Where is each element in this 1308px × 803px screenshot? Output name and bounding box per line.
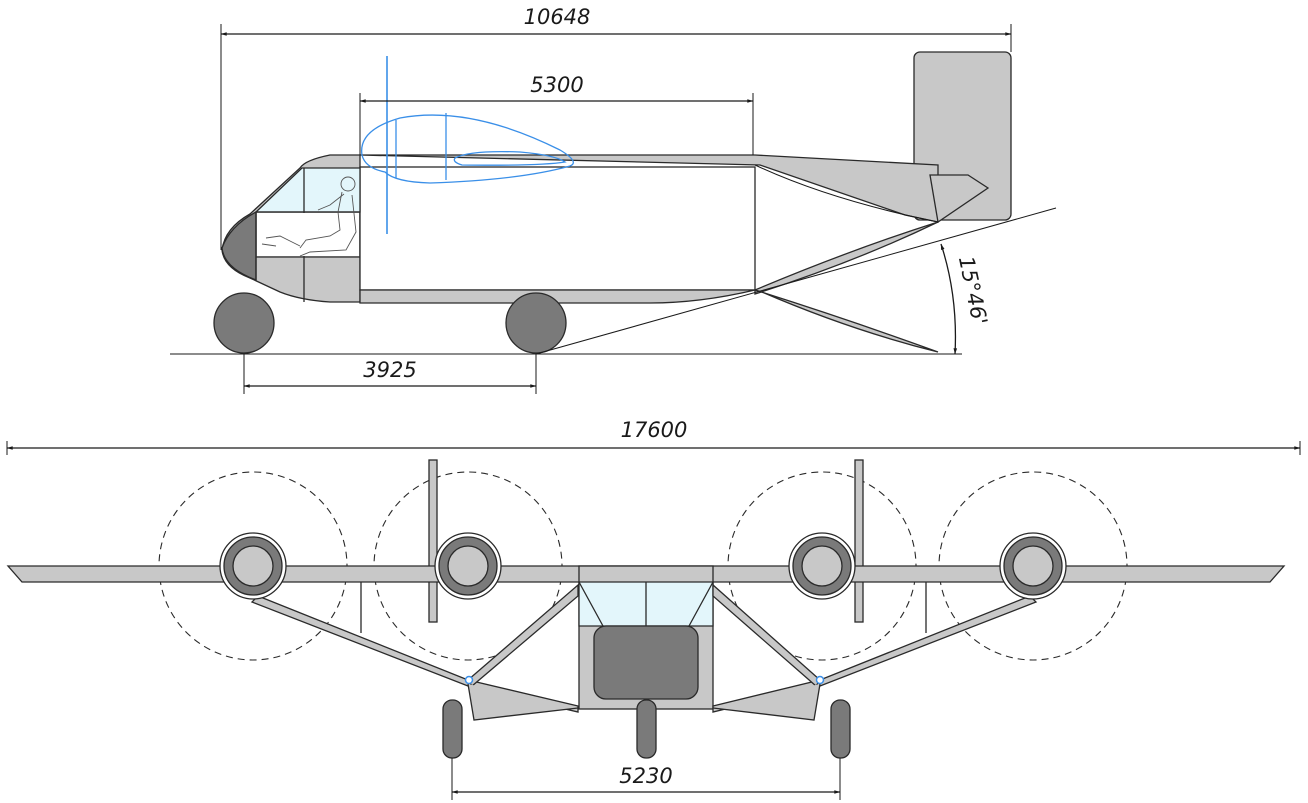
strut-right-outer — [712, 595, 1038, 713]
gear-leg-left — [467, 683, 579, 721]
fuselage-belly — [359, 289, 756, 304]
front-opening — [593, 625, 699, 700]
tail-fin-left — [428, 459, 438, 623]
engine-1 — [219, 532, 287, 600]
main-wheel — [505, 292, 567, 354]
engine-3 — [788, 532, 856, 600]
nose-wheel — [213, 292, 275, 354]
strut-right-inner — [712, 583, 821, 687]
tail-clearance-line — [535, 207, 1057, 355]
nose-cone — [221, 210, 257, 281]
strut-left-outer — [250, 595, 579, 713]
nose-wheel-front — [636, 699, 657, 759]
engine-4 — [999, 532, 1067, 600]
nacelle-inner — [395, 113, 447, 180]
dim-tail-angle: 15°46' — [954, 254, 992, 327]
dim-wingspan: 17600 — [621, 418, 688, 442]
strut-left-inner — [467, 583, 579, 687]
strut-joint — [815, 675, 825, 685]
dim-track: 5230 — [619, 764, 672, 788]
tail-boom-lower — [754, 221, 939, 295]
horizontal-tail — [929, 174, 990, 224]
engine-2 — [434, 532, 502, 600]
pilot-figure — [261, 176, 357, 257]
side-view: 10648 5300 3925 15°46' — [170, 5, 1057, 394]
tail-fin-right — [854, 459, 864, 623]
cargo-bay — [359, 166, 756, 291]
right-wheel — [830, 699, 851, 759]
dim-wheelbase: 3925 — [363, 358, 416, 382]
tail-strut — [754, 164, 939, 223]
ventral-fin — [754, 289, 939, 353]
nacelle-intake — [453, 150, 567, 166]
dim-cabin-length: 5300 — [530, 73, 583, 97]
dim-overall-length: 10648 — [524, 5, 591, 29]
strut-joint — [464, 675, 474, 685]
left-wheel — [442, 699, 463, 759]
gear-leg-right — [712, 683, 821, 721]
angle-arc — [940, 243, 958, 355]
front-view: 17600 — [6, 418, 1301, 800]
cockpit-interior — [257, 213, 359, 256]
